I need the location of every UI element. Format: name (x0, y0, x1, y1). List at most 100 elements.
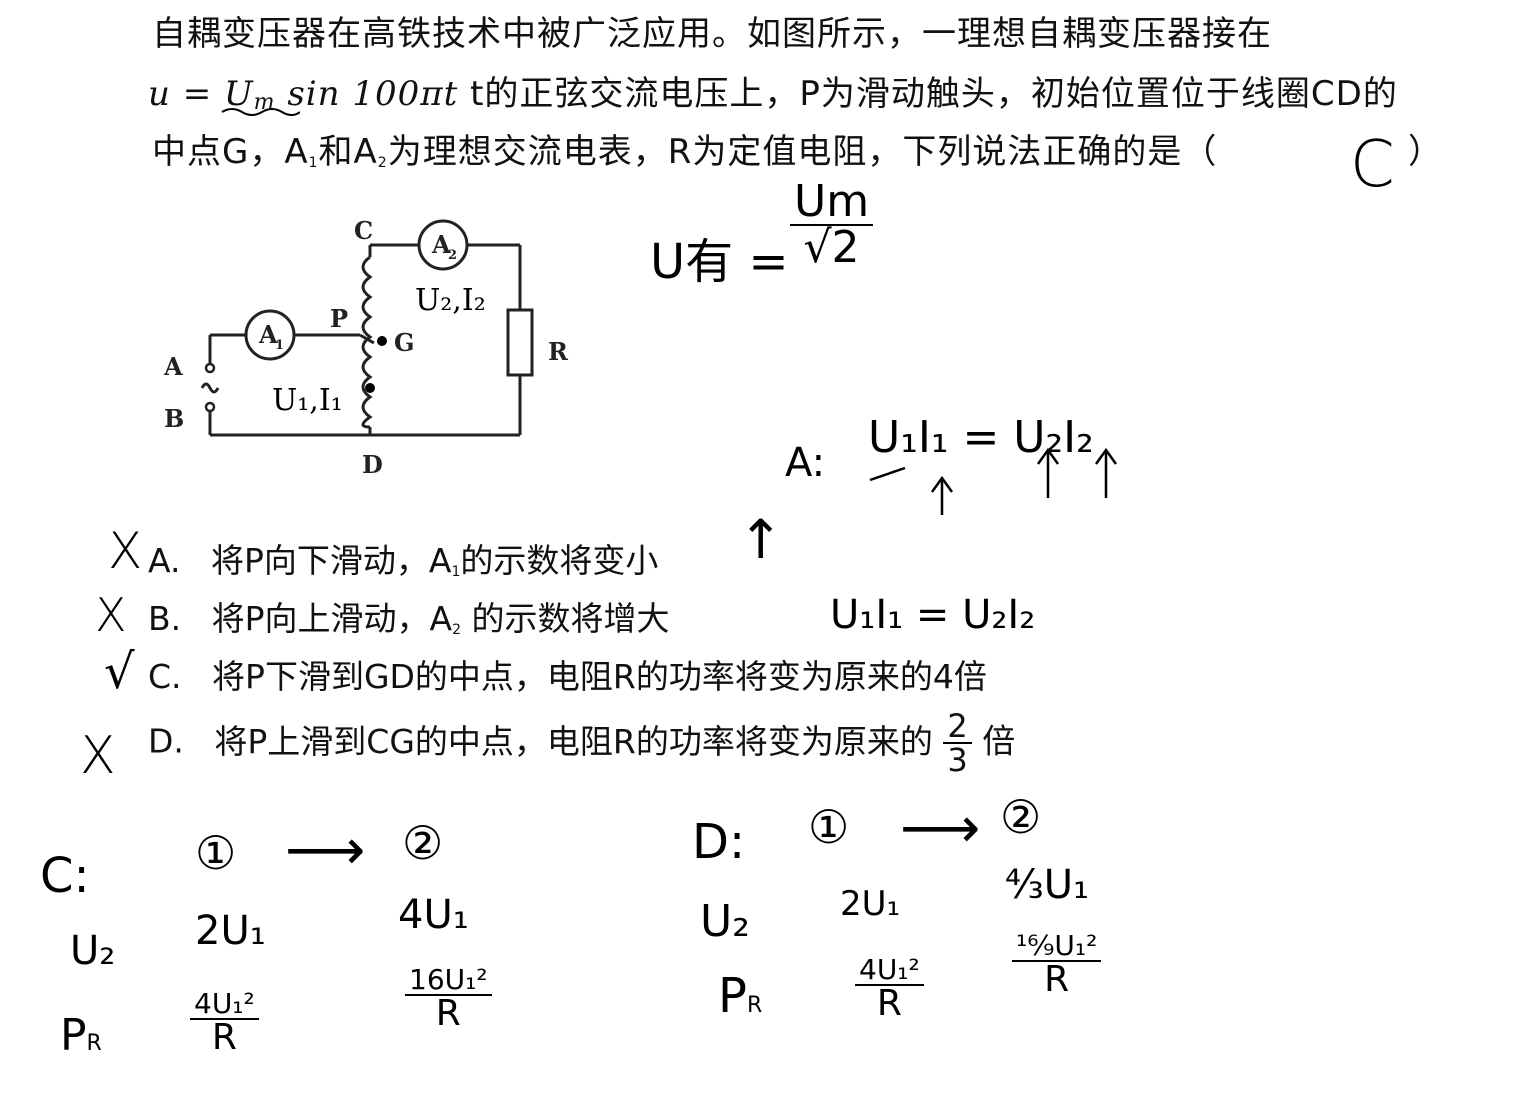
transformer-coil (361, 255, 373, 429)
option-a-sub: 1 (451, 564, 461, 580)
option-b[interactable]: B. 将P向上滑动，A2 的示数将增大 (148, 592, 670, 640)
d-pr-2-num: ¹⁶⁄₉U₁² (1012, 932, 1102, 962)
note-c-u2-2: 4U₁ (398, 892, 469, 938)
note-u-eff-lhs: U有 = (650, 234, 789, 290)
meter-a1-label: A (258, 320, 278, 349)
option-d-text: 将P上滑到CG的中点，电阻R的功率将变为原来的 (214, 721, 933, 761)
note-d-u2-2: ⁴⁄₃U₁ (1005, 862, 1090, 908)
option-c-letter: C. (148, 657, 182, 696)
note-c-arrow: ⟶ (285, 818, 366, 883)
note-c-pr-sub: R (86, 1031, 102, 1056)
c-pr-2-num: 16U₁² (405, 966, 492, 996)
note-d-u2-1: 2U₁ (840, 884, 901, 924)
meter-a1-sub: 1 (275, 338, 284, 353)
option-a-letter: A. (148, 541, 181, 580)
note-b-eq: U₁I₁ = U₂I₂ (830, 592, 1036, 638)
label-g: G (394, 328, 415, 357)
label-d: D (362, 450, 383, 479)
label-a: A (163, 352, 183, 381)
c-pr-2-den: R (435, 993, 461, 1034)
option-d-frac-den: 3 (947, 741, 968, 779)
note-a-label: A: (785, 440, 826, 486)
wavy-underline (221, 108, 300, 116)
option-a[interactable]: A. 将P向下滑动，A1的示数将变小 (148, 534, 658, 582)
note-d-state-2: ② (1000, 790, 1042, 844)
note-u2-i2: U₂,I₂ (415, 283, 486, 318)
note-c-pr-p: P (60, 1010, 87, 1061)
note-u-eff-frac: Um√2 (790, 180, 874, 273)
option-c-text: 将P下滑到GD的中点，电阻R的功率将变为原来的4倍 (212, 657, 987, 696)
option-b-mark: X (95, 588, 127, 642)
note-c-state-1: ① (195, 826, 237, 880)
line3-sub-1: 1 (308, 155, 319, 171)
u-eff-num: Um (790, 180, 874, 226)
circuit-diagram: C D A B P G R A 2 A 1 U₂,I₂ U₁,I₁ (163, 216, 569, 479)
note-d-pr-p: P (718, 968, 747, 1024)
resistor-r (506, 308, 534, 377)
note-c-row-u2: U₂ (70, 928, 116, 974)
question-close-paren: ） (1408, 132, 1443, 172)
note-a-arrows (869, 447, 1118, 515)
voltage-formula: u = Um sin 100πt (148, 74, 459, 115)
note-c-row-pr: PR (60, 1010, 102, 1061)
option-a-mark: X (108, 522, 143, 580)
label-r: R (548, 337, 569, 366)
formula-rest: sin 100πt (275, 74, 459, 114)
terminal-a (204, 362, 216, 374)
label-c: C (354, 216, 373, 245)
meter-a2-label: A (431, 230, 451, 259)
note-c-state-2: ② (402, 816, 444, 870)
note-d-pr-sub: R (746, 993, 763, 1018)
note-c-u2-1: 2U₁ (195, 908, 266, 954)
note-d-arrow: ⟶ (900, 796, 981, 861)
option-c[interactable]: C. 将P下滑到GD的中点，电阻R的功率将变为原来的4倍 (148, 650, 987, 698)
note-d-row-u2: U₂ (700, 896, 750, 947)
note-c-label: C: (40, 848, 90, 904)
line3-sub-2: 2 (377, 155, 388, 171)
note-u1-i1: U₁,I₁ (272, 383, 343, 418)
handwritten-answer: C (1350, 128, 1395, 202)
label-b: B (164, 404, 184, 433)
ammeter-a1 (244, 309, 296, 361)
option-d-text-b: 倍 (982, 721, 1016, 761)
line3-part-a: 中点G，A (152, 132, 309, 172)
option-b-text-b: 的示数将增大 (461, 599, 670, 638)
point-mid-dot (365, 383, 375, 393)
option-b-text: 将P向上滑动，A (211, 599, 453, 638)
d-pr-1-den: R (876, 983, 902, 1024)
question-line-3: 中点G，A1和A2为理想交流电表，R为定值电阻，下列说法正确的是（ (152, 124, 1217, 173)
note-d-row-pr: PR (718, 968, 762, 1024)
option-d-letter: D. (148, 721, 184, 761)
c-pr-1-den: R (211, 1017, 237, 1058)
label-p: P (330, 304, 348, 333)
c-pr-1-num: 4U₁² (190, 990, 259, 1020)
meter-a2-sub: 2 (448, 248, 457, 263)
d-pr-2-den: R (1044, 959, 1070, 1000)
question-line-1: 自耦变压器在高铁技术中被广泛应用。如图所示，一理想自耦变压器接在 (152, 14, 1272, 54)
question-line-2: u = Um sin 100πt t的正弦交流电压上，P为滑动触头，初始位置位于… (148, 66, 1398, 115)
terminal-b (204, 401, 216, 413)
formula-u: u = U (148, 74, 254, 114)
option-a-text-b: 的示数将变小 (460, 541, 659, 580)
note-d-state-1: ① (808, 800, 850, 854)
ammeter-a2 (417, 219, 469, 271)
option-b-sub: 2 (452, 622, 462, 638)
note-d-label: D: (692, 814, 746, 870)
u-eff-den: √2 (803, 222, 860, 273)
note-a-eq: U₁I₁ = U₂I₂ (868, 412, 1094, 463)
line3-part-b: 和A (318, 132, 378, 172)
point-g-dot (377, 336, 387, 346)
option-d-mark: X (80, 726, 116, 786)
option-d-frac-num: 2 (943, 710, 972, 744)
d-pr-1-num: 4U₁² (855, 956, 924, 986)
option-b-letter: B. (148, 599, 182, 638)
line3-part-c: 为理想交流电表，R为定值电阻，下列说法正确的是（ (387, 132, 1218, 172)
option-a-text: 将P向下滑动，A (210, 541, 452, 580)
option-c-mark: √ (104, 644, 135, 700)
question-line-2-rest: t的正弦交流电压上，P为滑动触头，初始位置位于线圈CD的 (458, 74, 1398, 114)
